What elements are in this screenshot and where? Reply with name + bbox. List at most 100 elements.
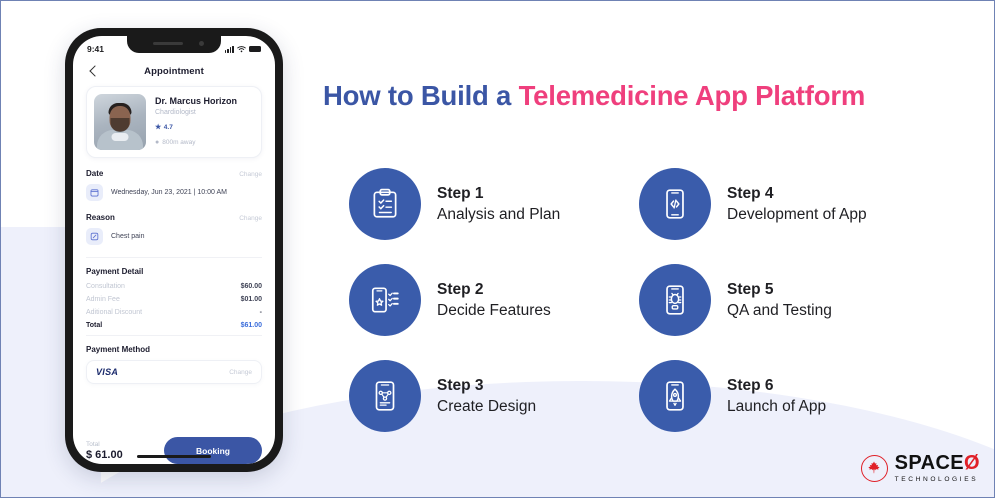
page-title-part-2: Telemedicine App Platform [518,80,866,111]
phone-wireframe-icon [375,381,395,411]
phone-notch [127,36,221,53]
doctor-distance-value: 800m away [162,139,196,146]
phone-code-icon [666,189,684,219]
payment-detail-title: Payment Detail [86,267,144,276]
doctor-rating: ★ 4.7 [155,124,173,131]
step-description: Decide Features [437,301,551,319]
phone-rocket-icon [666,381,684,411]
payment-total-label: Total [86,322,103,329]
brand-logo[interactable]: SPACEØ TECHNOLOGIES [860,453,980,483]
booking-button[interactable]: Booking [164,437,262,464]
step-text: Step 3 Create Design [437,377,536,416]
reason-section-header: Reason Change [86,213,262,222]
doctor-info: Dr. Marcus Horizon Chardiologist ★ 4.7 ●… [155,94,237,150]
logo-mark [860,454,888,482]
payment-line-label: Consultation [86,283,125,290]
status-icons [224,45,261,53]
payment-line-value: $60.00 [240,283,262,290]
step-icon-circle [349,360,421,432]
payment-line-label: Admin Fee [86,296,120,303]
page-title-part-1: How to Build a [323,80,519,111]
step-icon-circle [349,264,421,336]
step-icon-circle [349,168,421,240]
payment-line: Aditional Discount - [86,309,262,316]
date-value: Wednesday, Jun 23, 2021 | 10:00 AM [111,189,227,196]
doctor-rating-value: 4.7 [163,124,173,131]
payment-line-value: - [259,309,262,316]
step-item-6[interactable]: Step 6 Launch of App [639,348,929,444]
step-text: Step 1 Analysis and Plan [437,185,560,224]
payment-method-title: Payment Method [86,345,151,354]
step-description: Create Design [437,397,537,415]
step-text: Step 6 Launch of App [727,377,826,416]
calendar-icon [86,184,103,201]
doctor-specialty: Chardiologist [155,109,196,116]
maple-leaf-icon [868,461,880,474]
status-time: 9:41 [87,44,105,54]
page-title: How to Build a Telemedicine App Platform [323,80,865,112]
logo-wordmark: SPACEØ [895,453,980,473]
payment-card-row[interactable]: VISA Change [86,360,262,384]
step-number: Step 1 [437,184,484,202]
phone-footer: Total $ 61.00 Booking [73,430,275,464]
step-item-1[interactable]: Step 1 Analysis and Plan [349,156,639,252]
phone-bug-icon [666,285,684,315]
payment-line-value: $01.00 [240,296,262,303]
payment-line: Admin Fee $01.00 [86,296,262,303]
reason-change-link[interactable]: Change [239,215,262,222]
step-item-4[interactable]: Step 4 Development of App [639,156,929,252]
location-pin-icon: ● [155,139,160,146]
step-text: Step 2 Decide Features [437,281,551,320]
footer-total-value: $ 61.00 [86,448,123,461]
phone-speaker [153,42,183,45]
star-icon: ★ [155,124,162,131]
step-description: QA and Testing [727,301,832,319]
visa-logo: VISA [96,367,119,377]
step-description: Launch of App [727,397,827,415]
date-section-header: Date Change [86,169,262,178]
step-number: Step 2 [437,280,484,298]
doctor-name: Dr. Marcus Horizon [155,96,238,106]
step-description: Analysis and Plan [437,205,561,223]
doctor-photo [94,94,146,150]
signal-bars-icon [224,45,234,53]
divider [86,335,262,336]
reason-section-title: Reason [86,213,115,222]
footer-total: Total $ 61.00 [86,441,123,461]
battery-icon [249,46,261,52]
doctor-card[interactable]: Dr. Marcus Horizon Chardiologist ★ 4.7 ●… [86,86,262,158]
step-text: Step 5 QA and Testing [727,281,832,320]
wifi-icon [237,45,246,52]
payment-change-link[interactable]: Change [229,368,252,376]
step-number: Step 4 [727,184,774,202]
steps-grid: Step 1 Analysis and Plan Step 4 Developm… [349,156,949,444]
logo-word-main: SPACE [894,452,965,474]
logo-text: SPACEØ TECHNOLOGIES [895,453,980,483]
step-number: Step 5 [727,280,774,298]
footer-total-label: Total [86,440,100,448]
phone-screen: 9:41 Appointment [73,36,275,464]
step-description: Development of App [727,205,867,223]
payment-total-value: $61.00 [240,322,262,329]
date-change-link[interactable]: Change [239,171,262,178]
step-icon-circle [639,168,711,240]
step-item-3[interactable]: Step 3 Create Design [349,348,639,444]
home-indicator [137,454,211,458]
app-body: Dr. Marcus Horizon Chardiologist ★ 4.7 ●… [73,86,275,384]
logo-word-accent: Ø [964,452,980,474]
reason-row: Chest pain [86,228,262,245]
step-item-5[interactable]: Step 5 QA and Testing [639,252,929,348]
doctor-distance: ● 800m away [155,139,237,146]
phone-mockup: 9:41 Appointment [65,28,283,472]
clipboard-checklist-icon [373,188,397,218]
step-item-2[interactable]: Step 2 Decide Features [349,252,639,348]
app-title: Appointment [144,65,204,77]
phone-features-list-icon [371,287,399,313]
payment-line-label: Aditional Discount [86,309,143,316]
divider [86,257,262,258]
date-row: Wednesday, Jun 23, 2021 | 10:00 AM [86,184,262,201]
reason-value: Chest pain [111,233,145,240]
app-header: Appointment [73,58,275,86]
date-section-title: Date [86,169,104,178]
